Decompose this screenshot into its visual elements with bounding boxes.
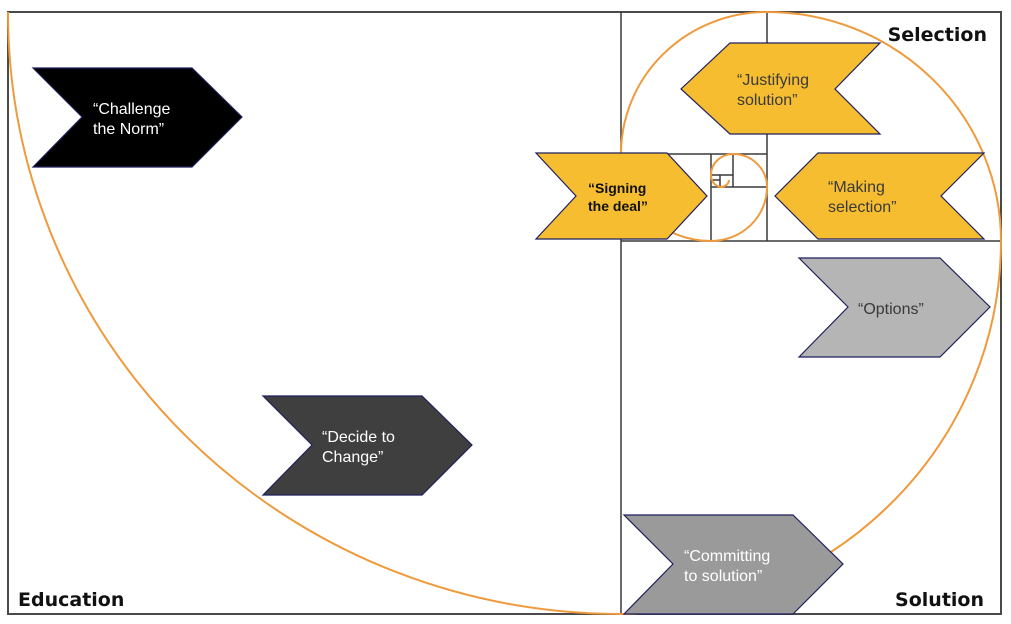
chevron-label: “Making selection”	[828, 179, 896, 216]
education-label: Education	[18, 589, 124, 611]
chevron-challenge: “Challenge the Norm”	[31, 67, 243, 168]
chevron-label: “Challenge the Norm”	[93, 101, 175, 138]
chevron-shape	[797, 257, 991, 358]
chevron-label: “Justifying solution”	[737, 72, 813, 109]
solution-label: Solution	[895, 589, 984, 611]
chevron-shape	[774, 152, 986, 240]
selection-label: Selection	[888, 24, 987, 46]
chevron-label: “Committing to solution”	[684, 548, 775, 585]
chevron-committing: “Committing to solution”	[622, 514, 844, 615]
chevron-decide: “Decide to Change”	[261, 395, 473, 496]
chevron-signing: “Signing the deal”	[534, 152, 708, 240]
chevron-label: “Options”	[858, 301, 924, 318]
chevron-justifying: “Justifying solution”	[680, 42, 882, 135]
chevron-label: “Decide to Change”	[322, 429, 399, 466]
chevron-options: “Options”	[797, 257, 991, 358]
chevron-shape	[622, 514, 844, 615]
chevron-label: “Signing the deal”	[588, 180, 650, 214]
chevron-shape	[261, 395, 473, 496]
golden-spiral	[7, 10, 1003, 616]
chevron-shape	[680, 42, 882, 135]
outer-frame	[7, 11, 1002, 615]
chevron-shape	[31, 67, 243, 168]
chevron-shape	[534, 152, 708, 240]
chevron-making: “Making selection”	[774, 152, 986, 240]
